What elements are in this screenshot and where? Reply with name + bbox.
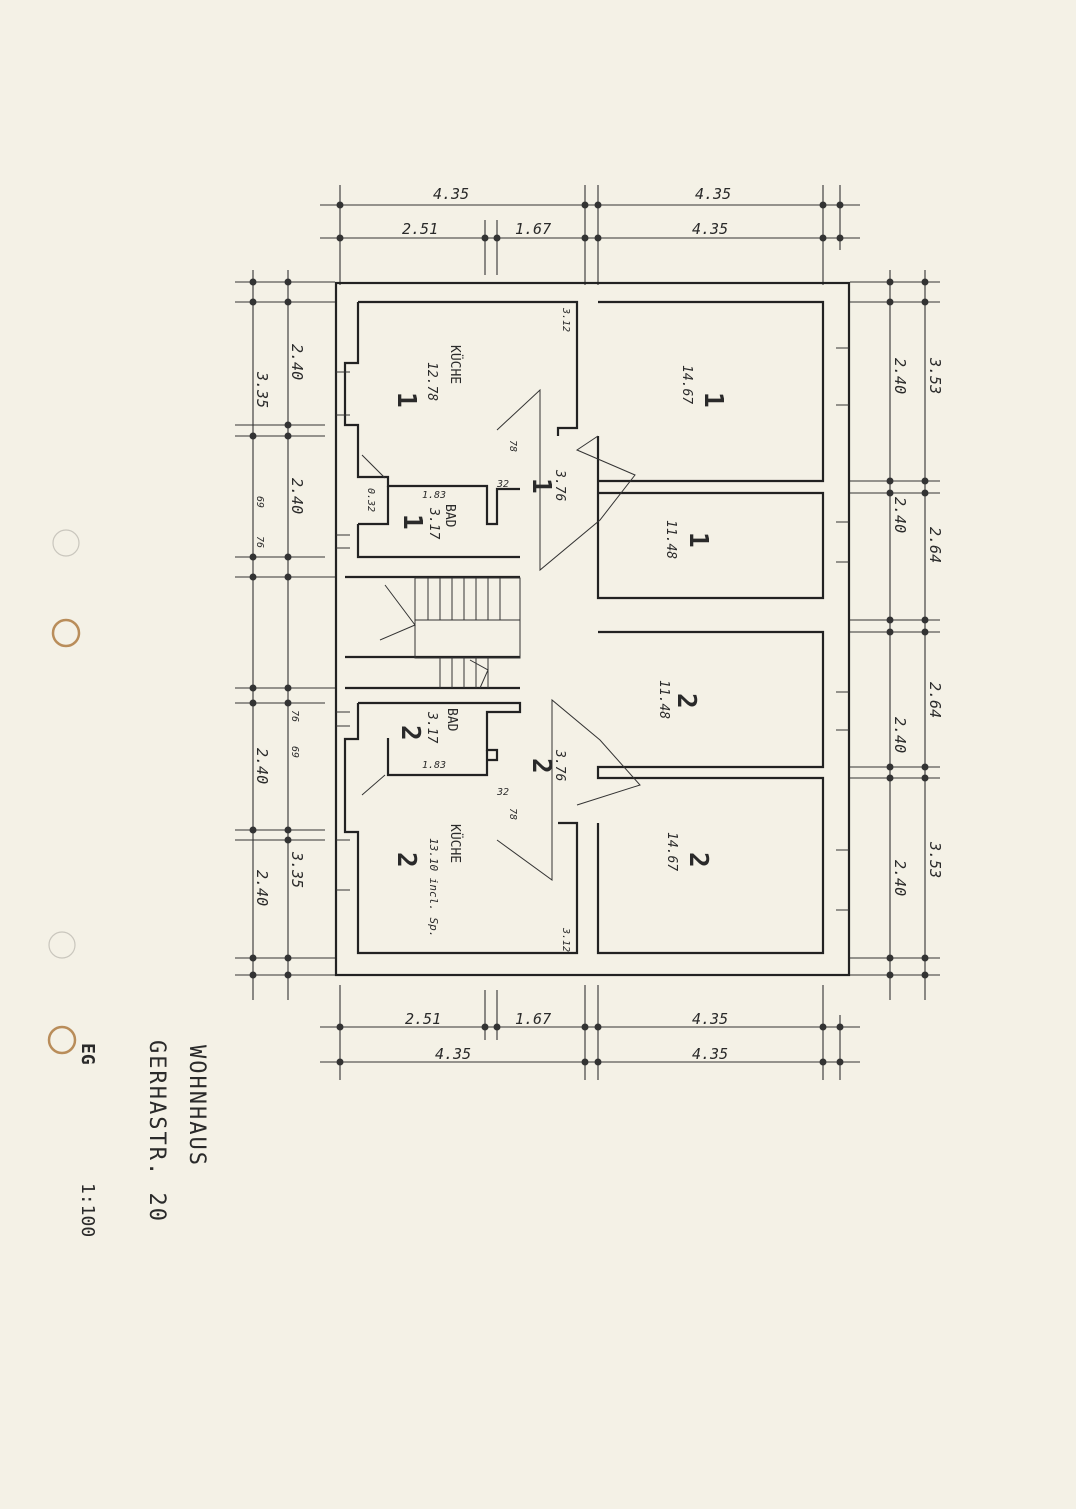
room-area: 11.48 [656, 680, 671, 719]
room-area: 14.67 [664, 832, 679, 871]
room-number: 2 [683, 852, 713, 868]
dim-right-inner-2: 2.40 [891, 497, 909, 533]
dim-left-inner-3: 2.40 [253, 748, 271, 784]
dim-right-outer-1: 3.53 [926, 357, 944, 394]
room-zimmer-2b: 14.67 2 [664, 832, 713, 871]
room-area: 14.67 [679, 365, 694, 404]
room-number: 2 [671, 693, 701, 709]
floor-mark: EG [77, 1043, 98, 1065]
room-corner-dim: 3.12 [560, 927, 571, 952]
dim-left-outer-5: 69 [289, 746, 300, 758]
dim-right-inner-1: 2.40 [891, 358, 909, 394]
room-area: 11.48 [663, 520, 678, 559]
dim-right-outer-2: 2.64 [926, 527, 944, 563]
flur-dim-a: 78 [507, 440, 518, 452]
room-number: 1 [698, 392, 728, 408]
room-zimmer-1a: 14.67 1 [679, 365, 728, 408]
room-width: 1.83 [422, 490, 446, 501]
dim-bottom-inner-3: 4.35 [692, 1010, 728, 1028]
dim-top-outer-1: 4.35 [433, 185, 469, 203]
dim-bottom-outer-2: 4.35 [692, 1045, 728, 1063]
room-number: 1 [397, 514, 427, 530]
room-number: 1 [683, 532, 713, 548]
room-depth: 0.32 [365, 488, 376, 512]
dim-left-outer-2: 76 [254, 536, 265, 548]
room-number: 2 [391, 852, 421, 868]
room-bad-2: BAD 3.17 2 1.83 [395, 708, 459, 771]
room-kueche-1: KÜCHE 12.78 1 3.12 [391, 307, 571, 408]
punch-hole-mark [48, 931, 76, 959]
staircase [379, 577, 521, 689]
dim-bottom-inner-2: 1.67 [515, 1010, 551, 1028]
flur-dim-a: 78 [507, 808, 518, 820]
dim-bottom-inner-1: 2.51 [405, 1010, 441, 1028]
punch-hole-mark [47, 1025, 77, 1055]
dim-top-inner-3: 4.35 [692, 220, 728, 238]
room-label: KÜCHE [447, 824, 464, 863]
room-number: 1 [391, 392, 421, 408]
room-number: 1 [526, 478, 556, 494]
dim-right-inner-3: 2.40 [891, 717, 909, 753]
room-flur-2: 3.76 2 32 78 [496, 749, 567, 820]
dim-left-inner-2: 2.40 [288, 478, 306, 514]
room-corner-dim: 3.12 [560, 307, 571, 332]
drawing-title: WOHNHAUS [184, 1045, 209, 1167]
punch-hole-mark [51, 618, 81, 648]
dim-top-outer-2: 4.35 [695, 185, 731, 203]
room-zimmer-1b: 11.48 1 [663, 520, 713, 559]
room-flur-1: 78 32 3.76 1 [496, 440, 567, 501]
room-area: 3.76 [552, 469, 567, 501]
dimension-chain-bottom: 2.51 1.67 4.35 4.35 4.35 [320, 985, 860, 1080]
room-area: 3.17 [426, 507, 441, 539]
flur-dim-b: 32 [496, 787, 509, 798]
room-zimmer-2a: 11.48 2 [656, 680, 701, 719]
dim-left-outer-3: 69 [254, 496, 265, 508]
dim-bottom-outer-1: 4.35 [435, 1045, 471, 1063]
dimension-chain-top: 4.35 4.35 2.51 1.67 4.35 [320, 185, 860, 285]
room-number: 2 [526, 758, 556, 774]
dimension-chain-left: 3.35 76 69 76 69 3.35 2.40 2.40 2.40 2.4… [235, 270, 335, 1000]
dim-right-outer-3: 2.64 [926, 682, 944, 718]
dim-left-inner-1: 2.40 [288, 344, 306, 380]
room-area: 13.10 incl. Sp. [427, 838, 440, 937]
building-walls [334, 281, 851, 977]
room-bad-1: 1.83 BAD 3.17 1 0.32 [365, 488, 457, 539]
drawing-address: GERHASTR. 20 [144, 1040, 169, 1223]
room-label: BAD [442, 504, 457, 528]
dim-left-outer-4: 76 [289, 710, 300, 722]
room-label: BAD [444, 708, 459, 732]
room-area: 3.17 [424, 711, 439, 743]
dim-left-outer-6: 3.35 [288, 851, 306, 888]
corridor-outline [361, 388, 641, 881]
dim-left-outer-1: 3.35 [253, 371, 271, 408]
room-number: 2 [395, 725, 425, 741]
dim-right-inner-4: 2.40 [891, 860, 909, 896]
dim-right-outer-4: 3.53 [926, 841, 944, 878]
room-kueche-2: KÜCHE 13.10 incl. Sp. 2 3.12 [391, 824, 571, 952]
dim-left-inner-4: 2.40 [253, 870, 271, 906]
dim-top-inner-2: 1.67 [515, 220, 551, 238]
flur-dim-b: 32 [496, 479, 509, 490]
punch-hole-mark [52, 529, 80, 557]
room-area: 12.78 [424, 362, 439, 401]
room-width: 1.83 [422, 760, 446, 771]
drawing-scale: 1:100 [77, 1183, 98, 1237]
room-label: KÜCHE [447, 345, 464, 384]
dim-top-inner-1: 2.51 [402, 220, 438, 238]
room-area: 3.76 [552, 749, 567, 781]
dimension-chain-right: 2.40 2.40 2.40 2.40 3.53 2.64 2.64 3.53 [850, 270, 944, 1000]
